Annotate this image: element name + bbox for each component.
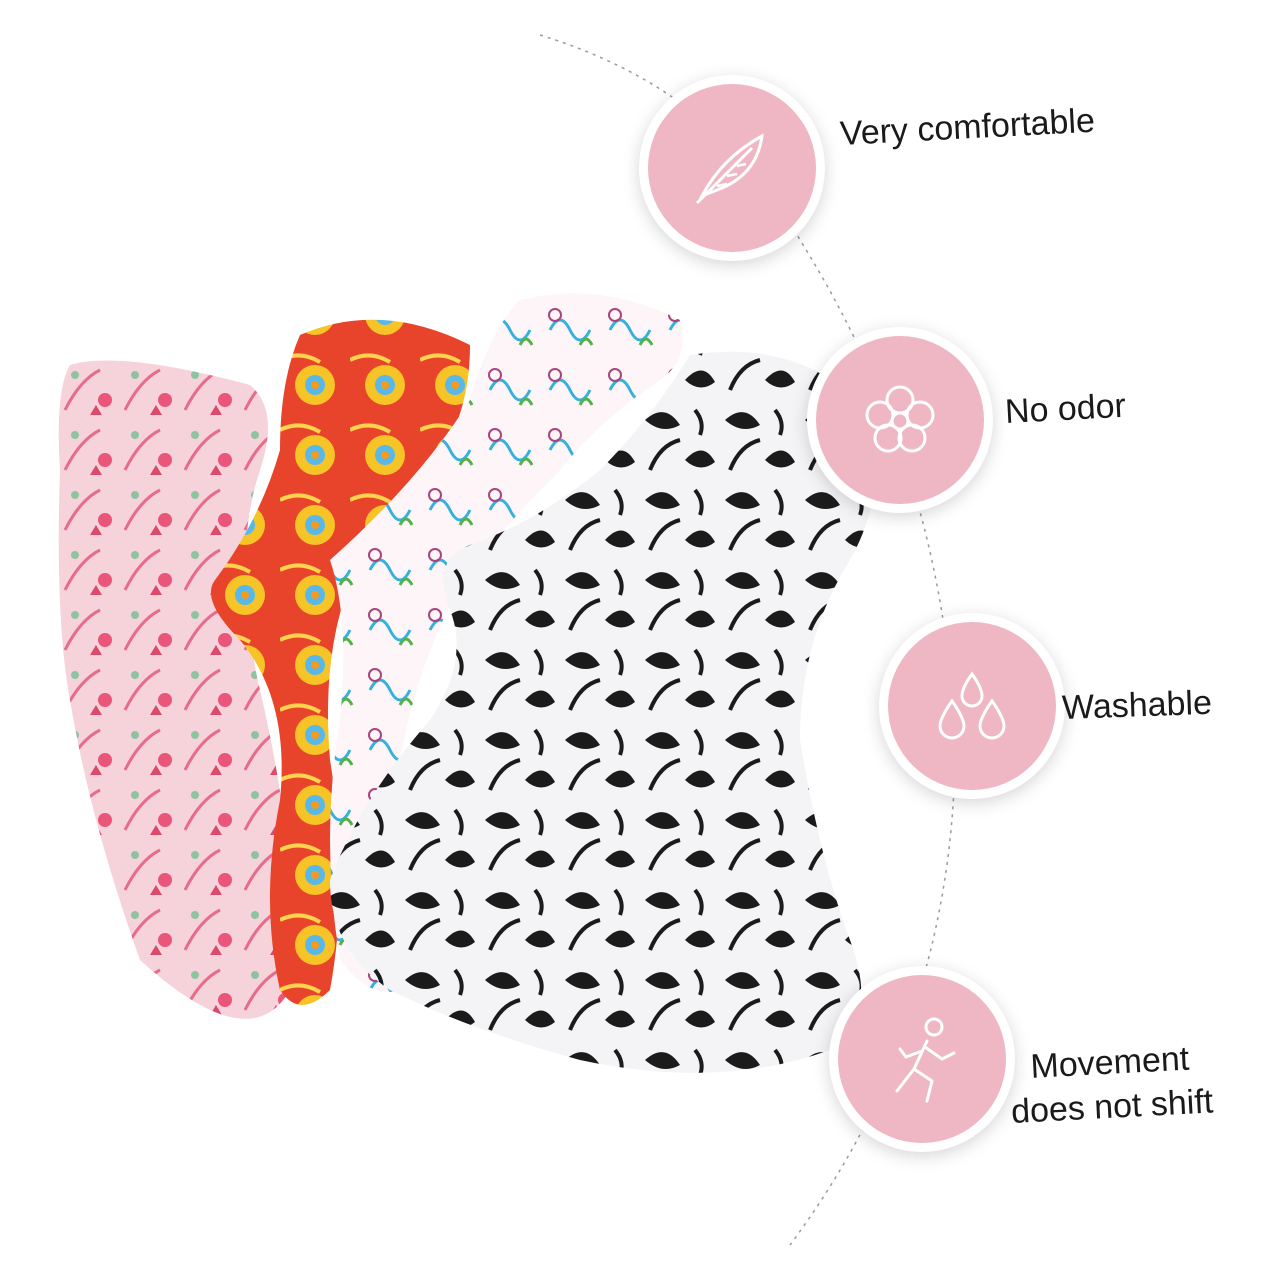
flower-icon <box>865 385 935 453</box>
feather-badge <box>648 84 816 252</box>
water-drops-icon <box>938 671 1006 740</box>
feature-label: Movement does not shift <box>1008 1037 1214 1131</box>
running-person-badge <box>838 975 1006 1143</box>
water-drops-badge <box>888 622 1056 790</box>
feature-label: Washable <box>1061 683 1213 727</box>
flower-badge <box>816 336 984 504</box>
running-person-icon <box>895 1017 956 1103</box>
pad-black-white <box>330 351 875 1073</box>
feather-icon <box>695 133 764 205</box>
feature-label: No odor <box>1004 386 1127 431</box>
pad-pink <box>58 360 292 1019</box>
